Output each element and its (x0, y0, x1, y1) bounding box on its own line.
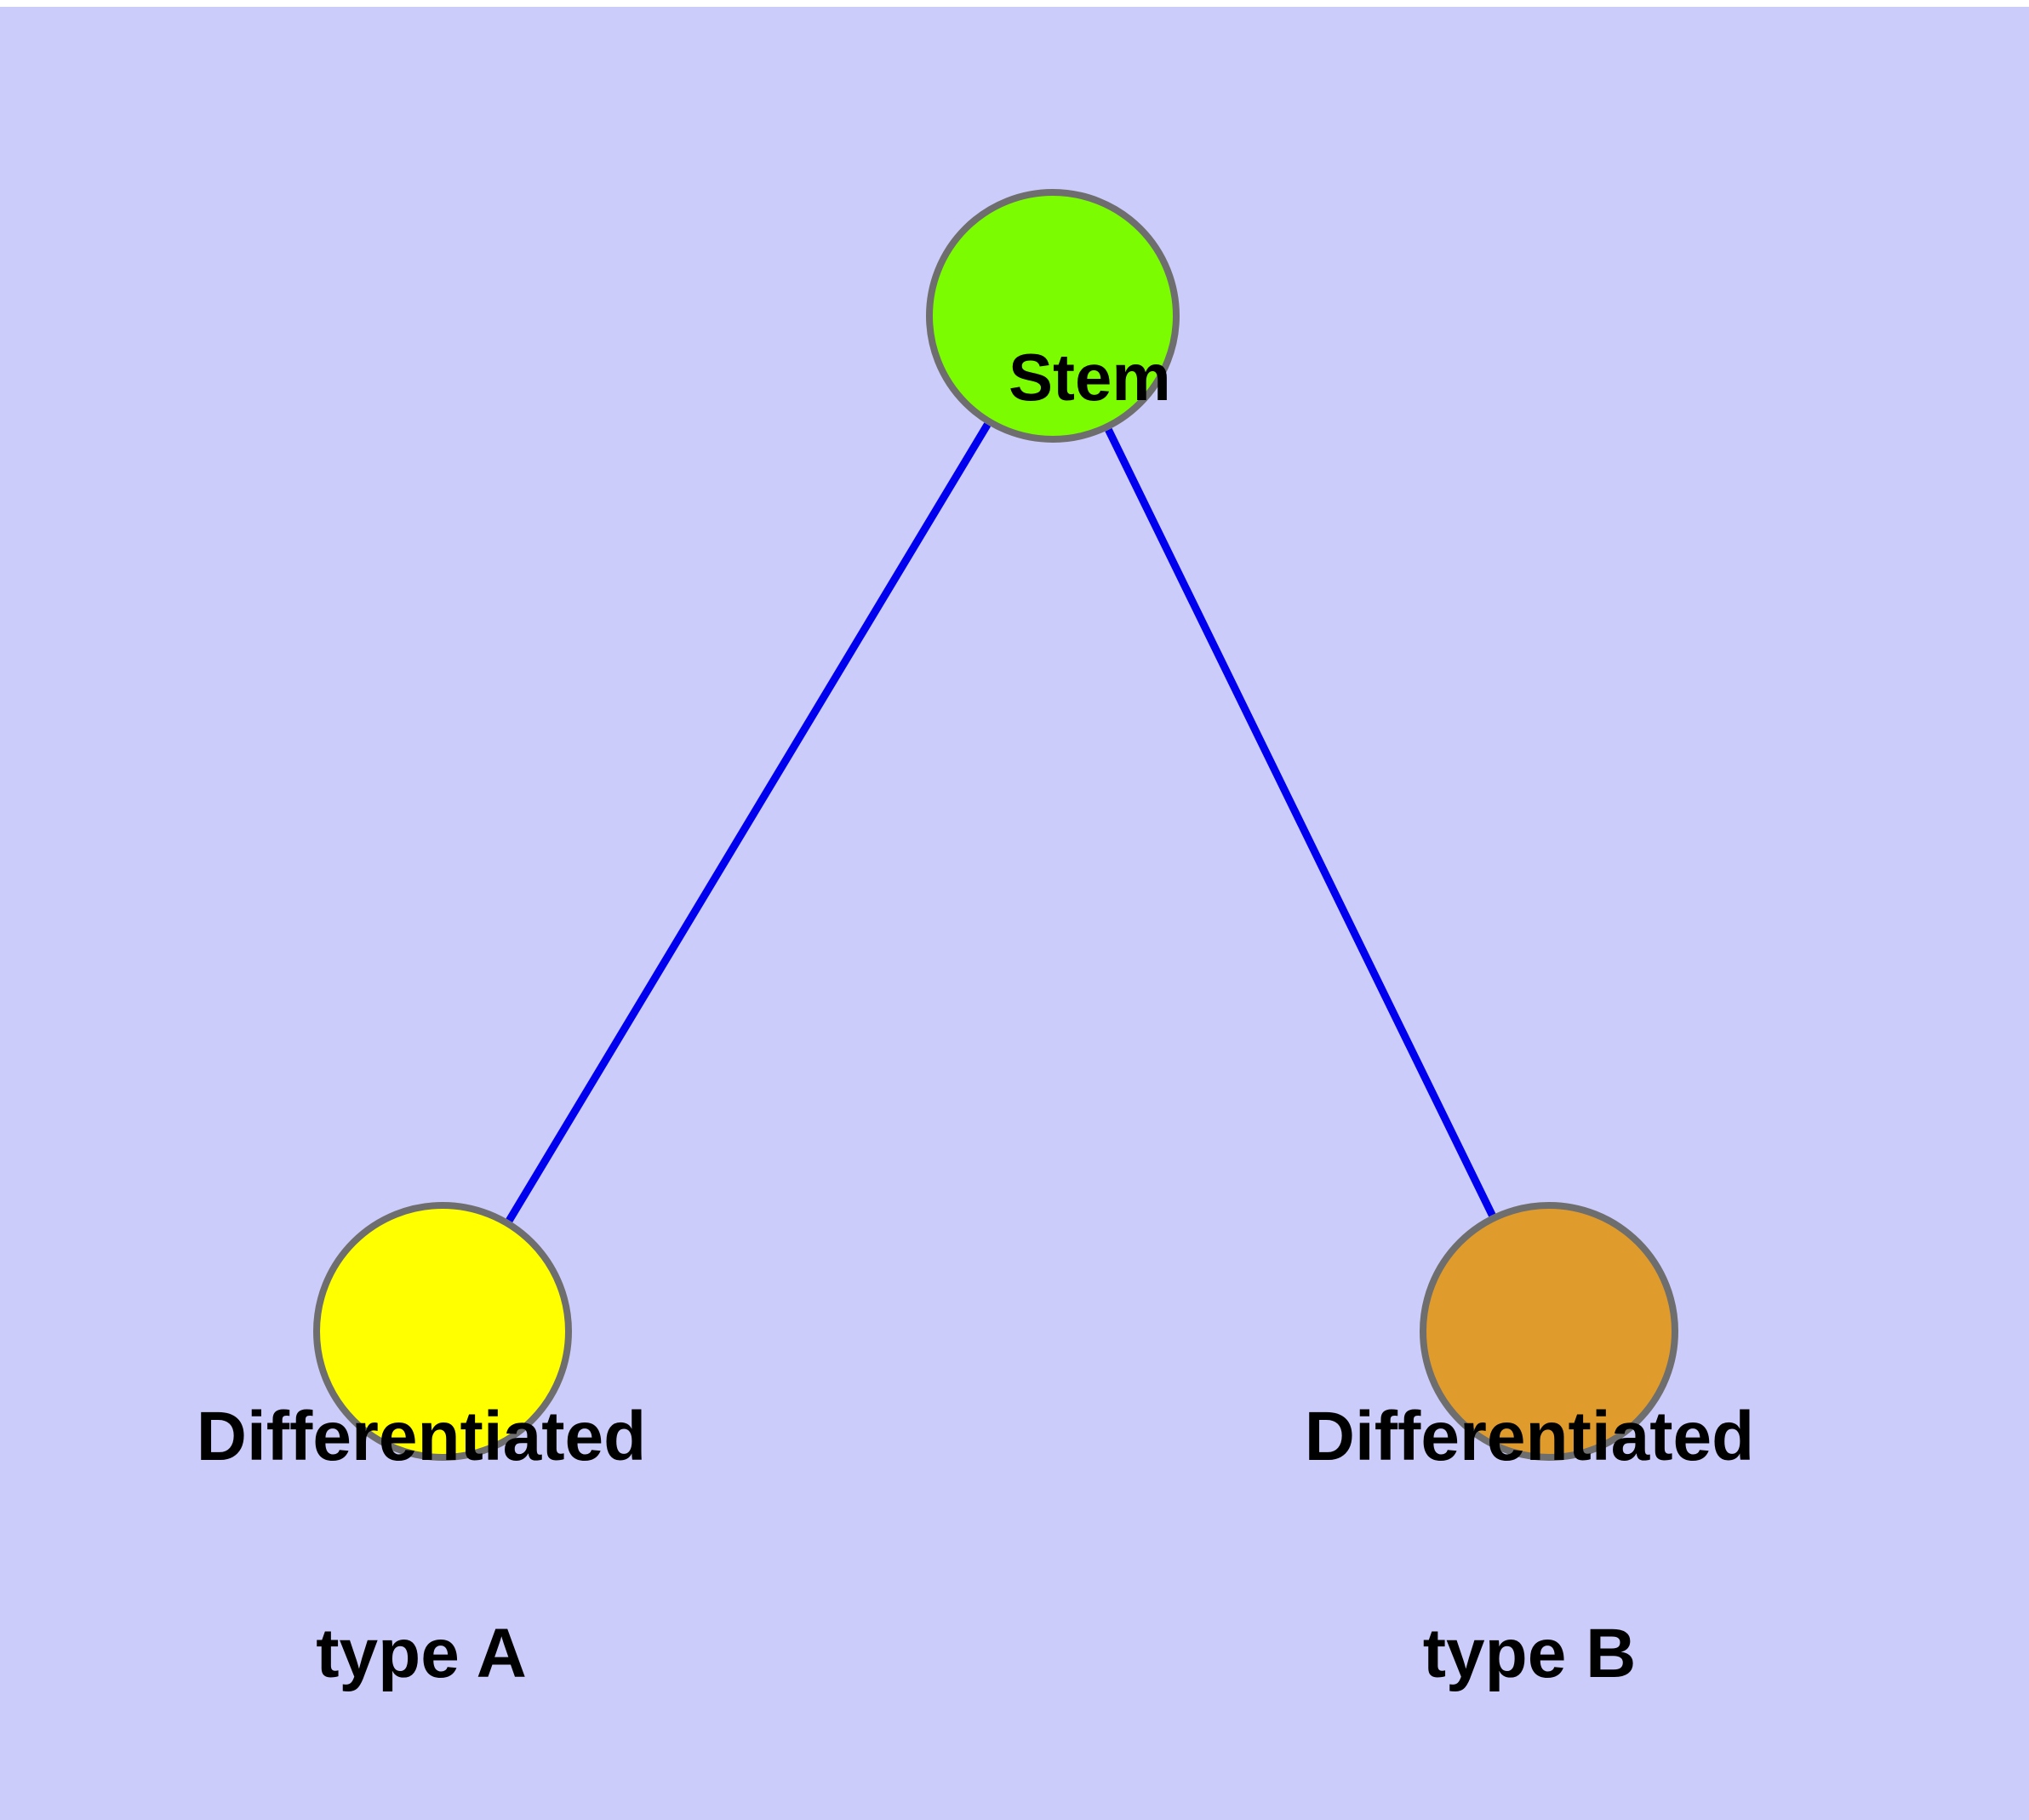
node-layer (313, 189, 1678, 1461)
edge-layer (506, 422, 1496, 1223)
node-differentiated-type-a[interactable] (313, 1202, 572, 1461)
node-stem[interactable] (926, 189, 1180, 443)
node-differentiated-type-b[interactable] (1420, 1202, 1678, 1461)
edge-stem-to-differentiated-type-b[interactable] (1105, 427, 1496, 1217)
edge-stem-to-differentiated-type-a[interactable] (506, 422, 992, 1223)
